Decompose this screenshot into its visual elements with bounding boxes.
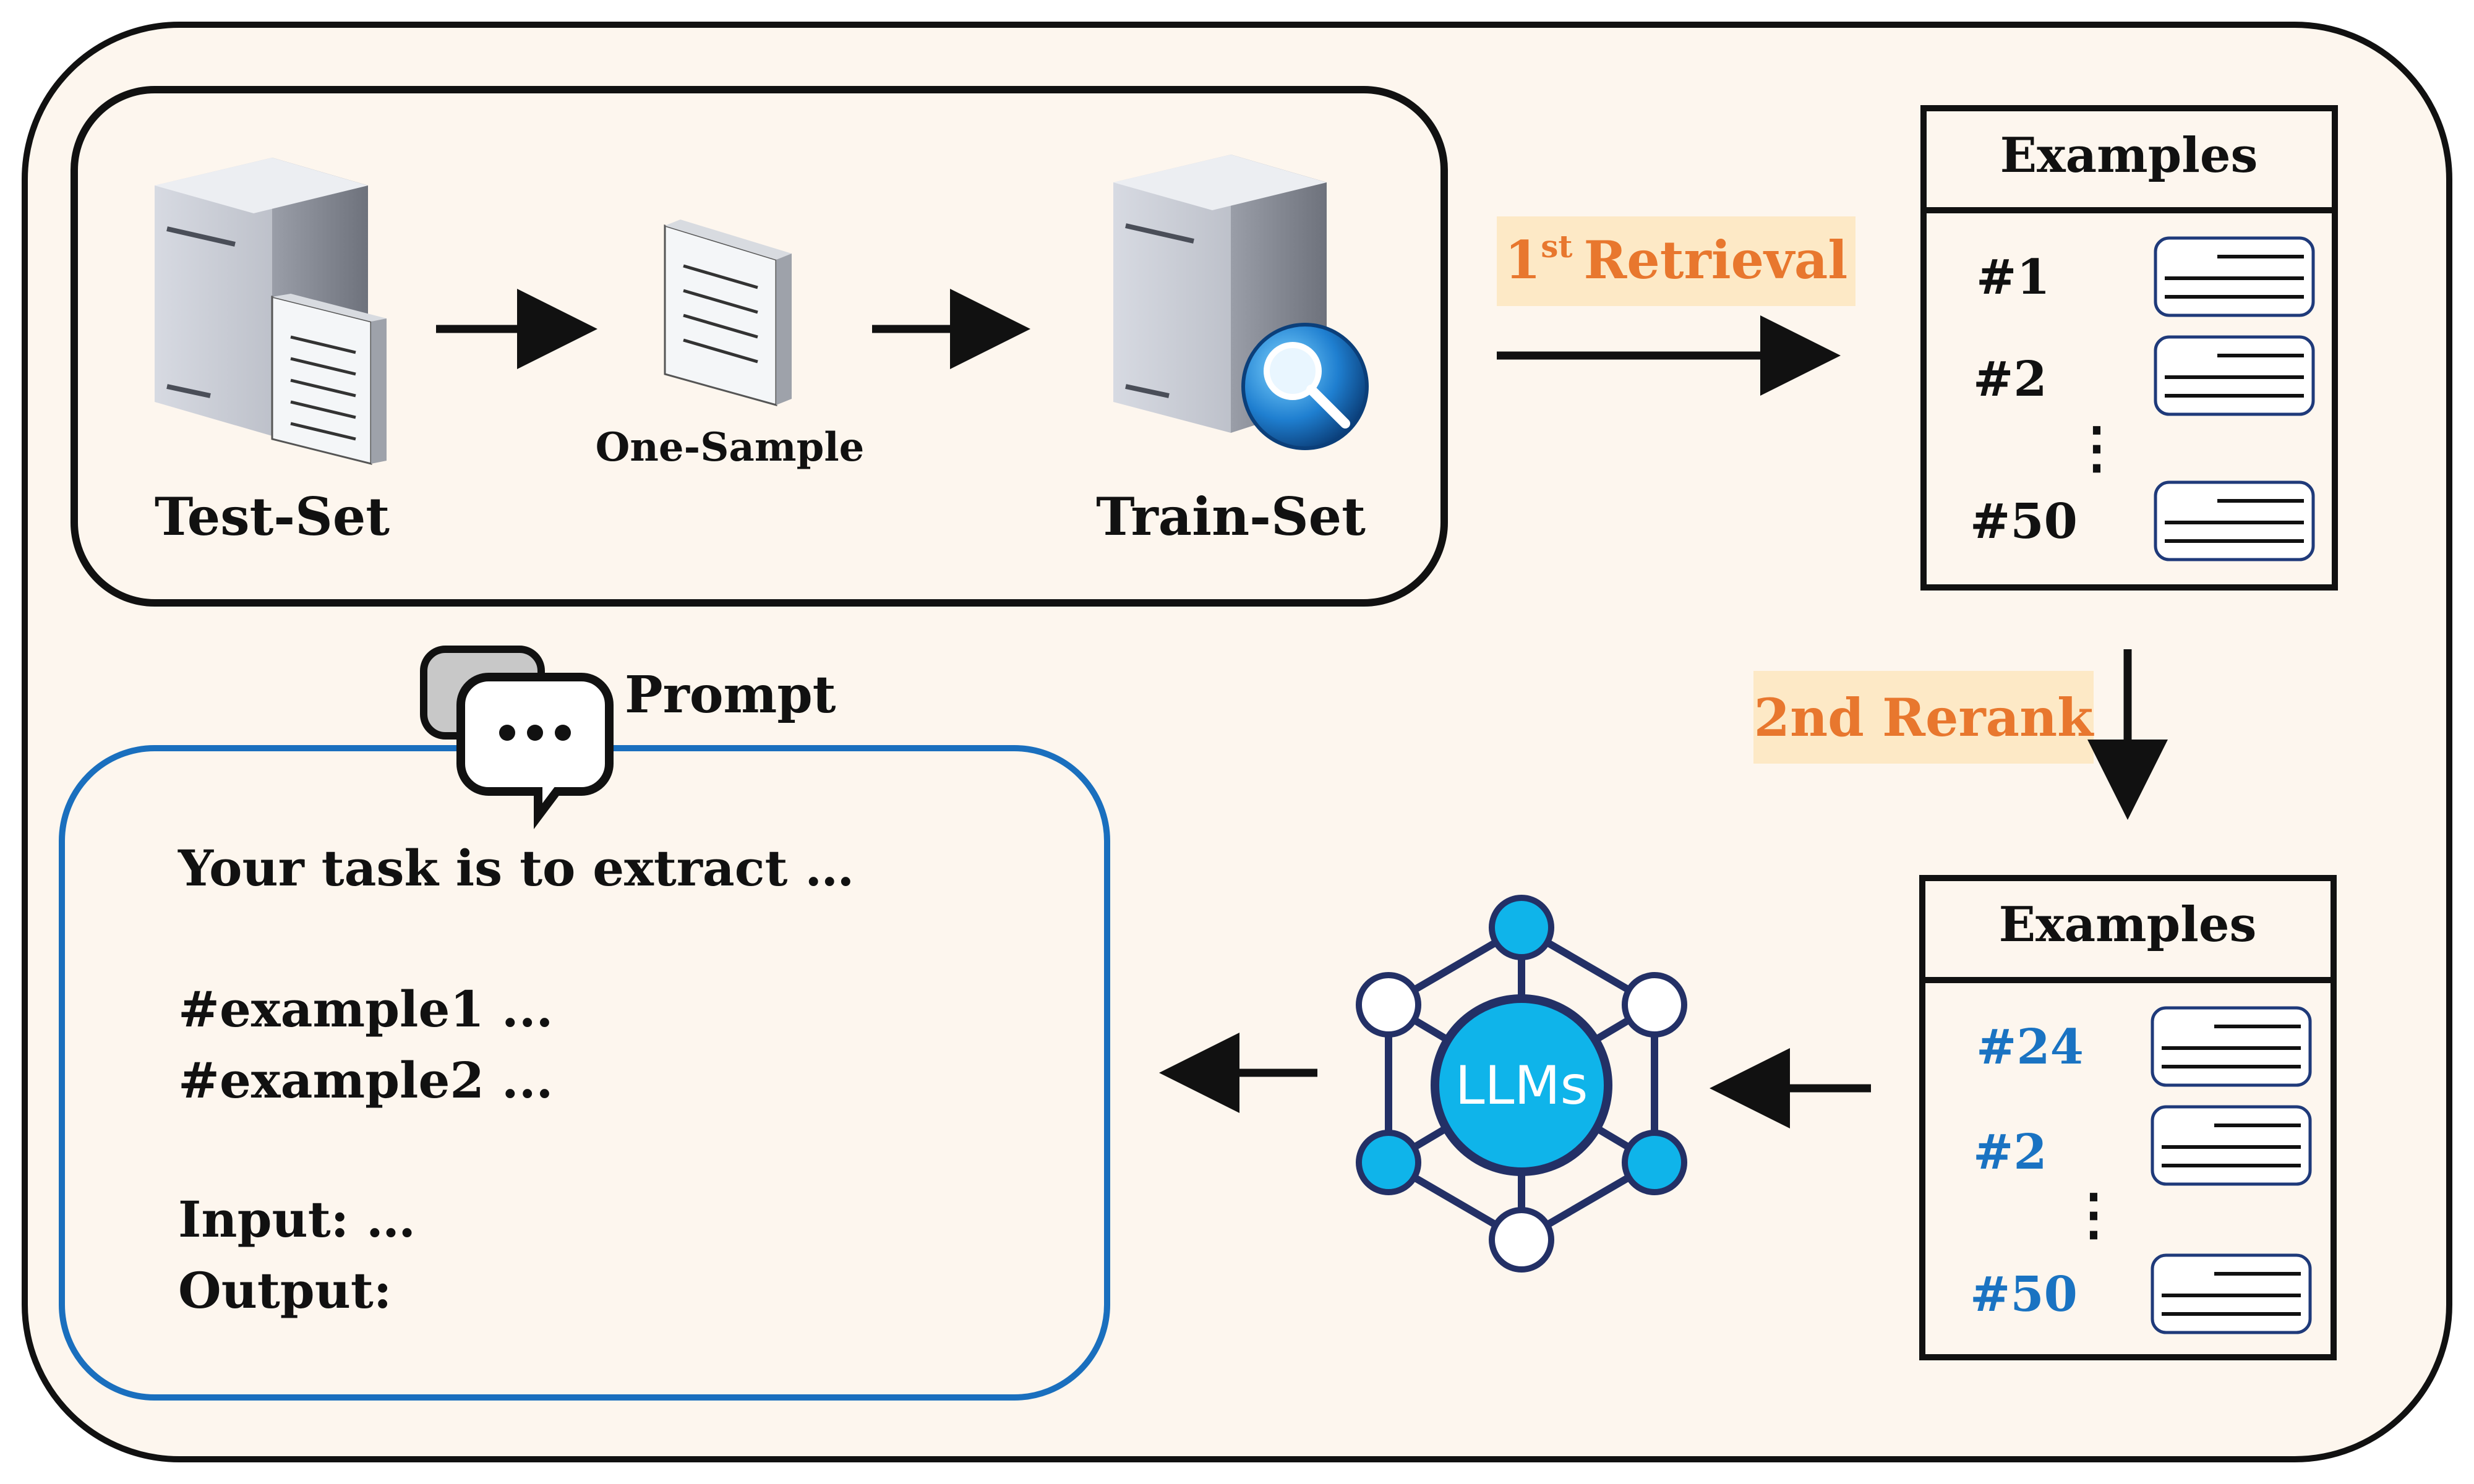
prompt-example2-line: #example2 ...	[178, 1051, 553, 1109]
examples-bottom-item-1: #24	[1976, 1019, 2084, 1075]
example-card-icon	[2151, 1253, 2312, 1334]
example-card-icon	[2151, 1105, 2312, 1186]
examples-bottom-item-3: #50	[1970, 1266, 2078, 1323]
examples-bottom-panel: Examples #24 #2 ⋮ #50	[1919, 875, 2337, 1360]
prompt-example1-line: #example1 ...	[178, 980, 553, 1038]
example-card-icon	[2154, 236, 2315, 317]
examples-bottom-item-2: #2	[1973, 1124, 2047, 1180]
one-sample-label: One-Sample	[596, 424, 865, 471]
example-card-icon	[2154, 335, 2315, 416]
rerank-label: 2nd Rerank	[1754, 687, 2095, 748]
examples-top-ellipsis: ⋮	[2069, 415, 2125, 480]
search-globe-icon	[1241, 323, 1369, 450]
example-card-icon	[2154, 480, 2315, 561]
test-set-server-icon	[155, 158, 387, 465]
rerank-highlight	[1753, 671, 2094, 764]
test-set-label: Test-Set	[155, 486, 390, 547]
examples-top-item-2: #2	[1973, 351, 2047, 407]
prompt-task-line: Your task is to extract …	[178, 839, 854, 897]
examples-bottom-ellipsis: ⋮	[2066, 1182, 2121, 1247]
chat-bubbles-icon	[420, 646, 614, 829]
examples-top-item-1: #1	[1976, 249, 2050, 305]
prompt-output-line: Output:	[178, 1261, 392, 1320]
examples-bottom-title: Examples	[1999, 897, 2257, 953]
document-icon	[664, 220, 792, 406]
example-card-icon	[2151, 1006, 2312, 1087]
prompt-input-line: Input: …	[178, 1190, 416, 1248]
examples-top-panel: Examples #1 #2 ⋮ #50	[1920, 105, 2338, 591]
llm-label: LLMs	[1455, 1055, 1588, 1117]
examples-top-item-3: #50	[1970, 493, 2078, 550]
examples-top-title: Examples	[2000, 127, 2258, 184]
retrieval-highlight	[1497, 216, 1856, 306]
prompt-title: Prompt	[625, 665, 836, 725]
llm-network-icon: LLMs	[1356, 895, 1687, 1273]
llm-core-node	[1431, 994, 1612, 1176]
train-set-label: Train-Set	[1096, 486, 1366, 547]
